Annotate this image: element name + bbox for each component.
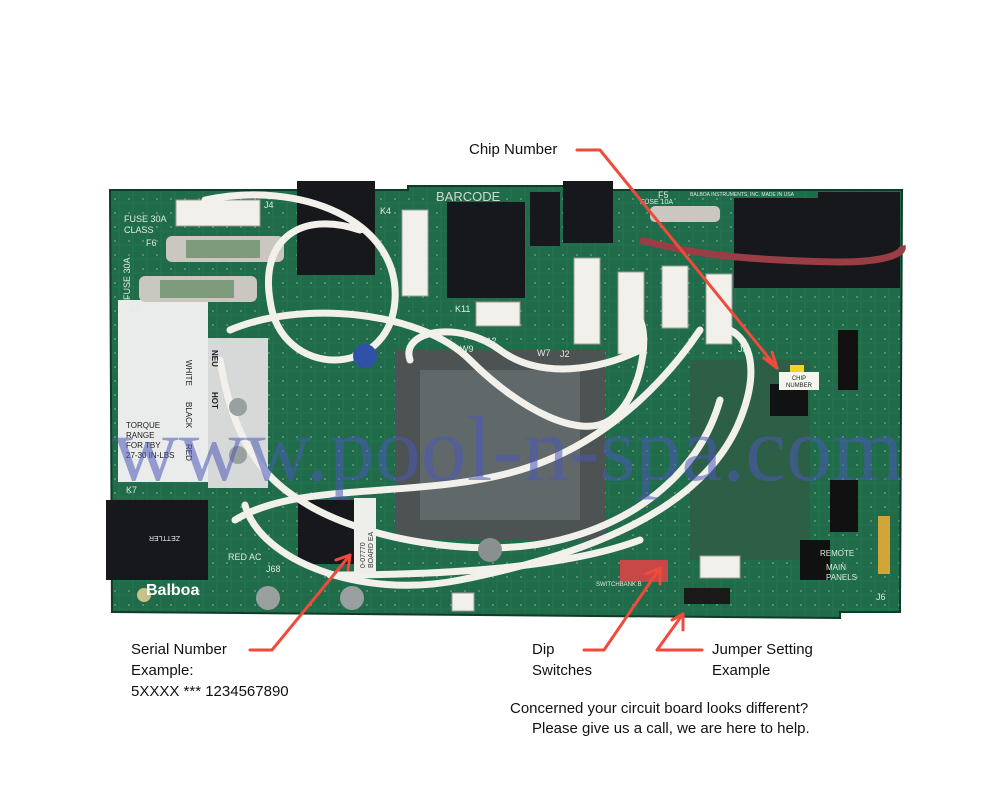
f5-label: F5 bbox=[658, 190, 669, 200]
serial-number-line-3: 5XXXX *** 1234567890 bbox=[131, 683, 289, 700]
jumper-block bbox=[684, 588, 730, 604]
torque-line-4: 27-30 IN-LBS bbox=[126, 451, 174, 460]
dip-arrow-head bbox=[644, 566, 662, 586]
serial-sticker-line-1: 0-07770 bbox=[360, 542, 367, 568]
switchbank-label: SWITCHBANK B bbox=[596, 582, 642, 588]
j3-label: J3 bbox=[738, 344, 748, 354]
jumper-setting-line-2: Example bbox=[712, 662, 771, 679]
k11-label: K11 bbox=[455, 304, 470, 314]
white-label-area bbox=[118, 300, 208, 482]
k4-label: K4 bbox=[380, 206, 391, 216]
jumper-setting-line-1: Jumper Setting bbox=[712, 641, 813, 658]
manufacturer-text: BALBOA INSTRUMENTS, INC. MADE IN USA bbox=[690, 192, 795, 198]
watermark: www.pool-n-spa.com bbox=[112, 398, 903, 500]
relay bbox=[734, 198, 822, 288]
fuse-class-label: CLASS bbox=[124, 225, 154, 235]
j12-label: J12 bbox=[482, 336, 497, 346]
capacitor bbox=[353, 344, 377, 368]
serial-arrow bbox=[248, 553, 352, 652]
dip-switches-line-1: Dip bbox=[532, 641, 555, 658]
fuse-vertical-label: FUSE 30A bbox=[122, 257, 132, 300]
jumper-setting-label: Jumper Setting Example bbox=[712, 639, 813, 681]
relay-brand-text: ZETTLER bbox=[149, 534, 180, 541]
relays bbox=[106, 181, 900, 580]
torque-line-1: TORQUE bbox=[126, 421, 160, 430]
relay bbox=[447, 202, 525, 298]
main-label: MAIN bbox=[826, 563, 846, 572]
serial-arrow-head bbox=[334, 553, 352, 572]
serial-number-label: Serial Number Example: 5XXXX *** 1234567… bbox=[131, 639, 289, 702]
black-label: BLACK bbox=[184, 402, 193, 429]
dip-arrow bbox=[582, 566, 662, 652]
chip-arrow bbox=[575, 148, 779, 370]
torque-line-3: FOR TBY bbox=[126, 441, 161, 450]
jumper-arrow bbox=[655, 612, 704, 652]
balboa-logo: Balboa bbox=[146, 582, 199, 599]
chip-sticker-line-2: NUMBER bbox=[786, 383, 813, 389]
f7-label: F7 bbox=[130, 305, 141, 315]
w7-label: W7 bbox=[537, 348, 551, 358]
chip-sticker-line-1: CHIP bbox=[792, 376, 806, 382]
fuses bbox=[139, 206, 720, 302]
j68-label: J68 bbox=[266, 564, 281, 574]
relay bbox=[563, 181, 613, 243]
chip-arrow-head bbox=[762, 350, 779, 370]
help-note-line-1: Concerned your circuit board looks diffe… bbox=[510, 700, 809, 717]
j4-label: J4 bbox=[264, 200, 274, 210]
serial-number-line-1: Serial Number bbox=[131, 641, 227, 658]
jumper-arrow-head bbox=[670, 612, 685, 632]
red-label: RED bbox=[184, 444, 193, 461]
white-wires bbox=[201, 191, 755, 589]
red-ac-label: RED AC bbox=[228, 552, 262, 562]
screw bbox=[340, 586, 364, 610]
dip-switches-label: Dip Switches bbox=[532, 639, 592, 681]
f6-label: F6 bbox=[146, 238, 157, 248]
panels-label: PANELS bbox=[826, 573, 857, 582]
fuse-label: FUSE 30A bbox=[124, 214, 167, 224]
serial-number-line-2: Example: bbox=[131, 662, 194, 679]
j2-label: J2 bbox=[560, 349, 570, 359]
neu-label: NEU bbox=[210, 350, 219, 367]
red-wire bbox=[639, 236, 906, 266]
relay bbox=[106, 500, 208, 580]
annotation-arrows bbox=[248, 148, 779, 652]
j6-label: J6 bbox=[876, 592, 886, 602]
hot-label: HOT bbox=[210, 392, 219, 409]
remote-label: REMOTE bbox=[820, 549, 854, 558]
help-note-line-2: Please give us a call, we are here to he… bbox=[532, 720, 810, 737]
screw bbox=[256, 586, 280, 610]
w9-label: W9 bbox=[460, 344, 474, 354]
dip-switches-line-2: Switches bbox=[532, 662, 593, 679]
torque-line-2: RANGE bbox=[126, 431, 154, 440]
barcode-text: BARCODE bbox=[436, 189, 501, 204]
relay bbox=[818, 192, 900, 288]
chip-number-label: Chip Number bbox=[469, 141, 558, 158]
fuse-10a-label: FUSE 10A bbox=[640, 199, 673, 206]
serial-sticker bbox=[354, 498, 376, 574]
serial-sticker-line-2: BOARD EA bbox=[368, 531, 375, 568]
chip-number-sticker bbox=[779, 372, 819, 390]
k7-label: K7 bbox=[126, 485, 137, 495]
white-label: WHITE bbox=[184, 360, 193, 386]
